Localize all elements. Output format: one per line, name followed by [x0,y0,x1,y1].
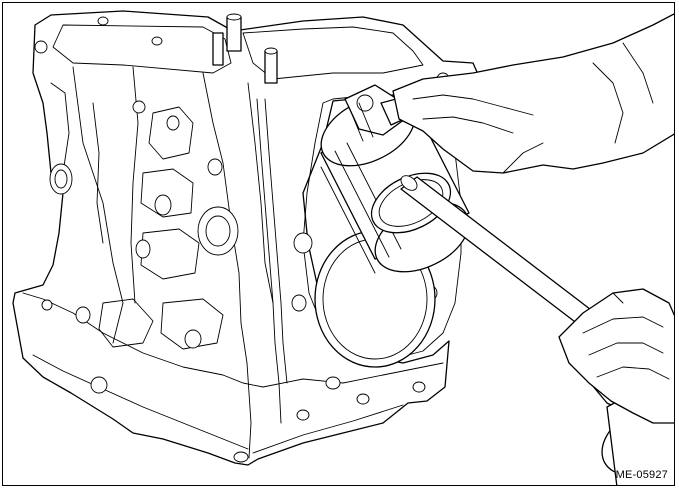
hand-bottom [558,288,674,424]
figure-code: ME-05927 [615,469,668,481]
illustration-frame: ME-05927 [2,2,675,486]
engine-block-illustration [12,10,674,485]
hand-top [392,13,674,174]
